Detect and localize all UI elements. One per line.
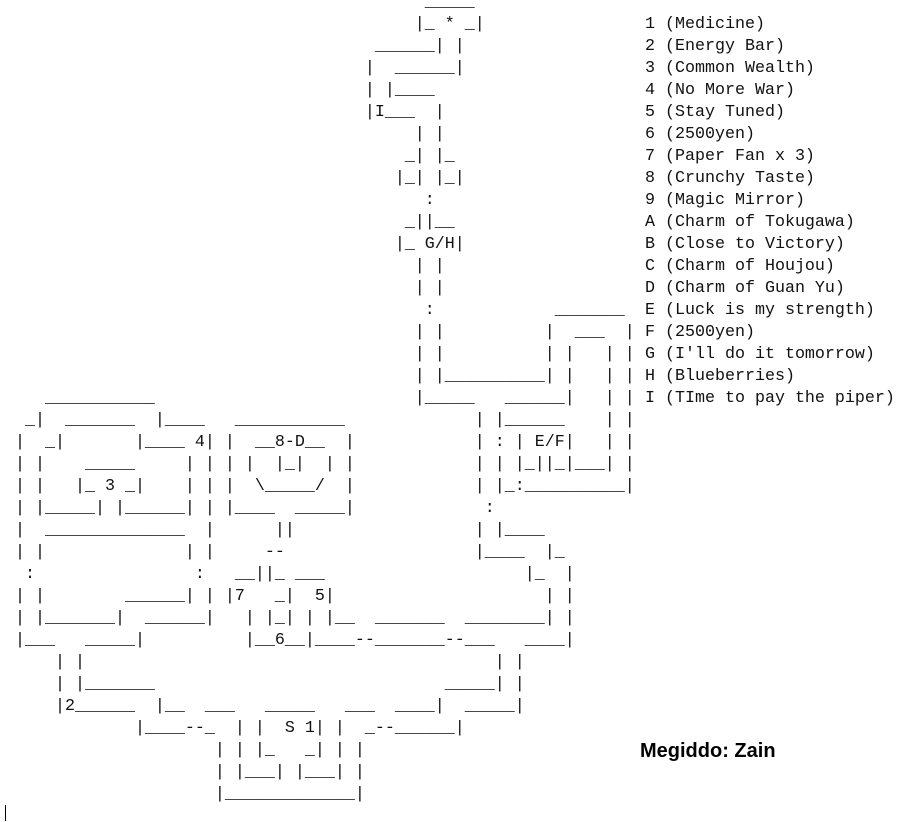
legend-label: (2500yen)	[665, 125, 755, 144]
map-line: : : __||_ ___ |_ |	[5, 565, 575, 584]
legend-label: (Stay Tuned)	[665, 103, 785, 122]
map-line: |_ * _|	[5, 15, 485, 34]
legend-key: 7	[645, 147, 655, 166]
legend-item: 7 (Paper Fan x 3)	[645, 146, 895, 168]
legend-label: (Close to Victory)	[665, 235, 845, 254]
legend-label: (Blueberries)	[665, 367, 795, 386]
legend-item: 5 (Stay Tuned)	[645, 102, 895, 124]
legend-key: 3	[645, 59, 655, 78]
legend-key: I	[645, 389, 655, 408]
map-line: | |__________| | | |	[5, 367, 635, 386]
map-line: | | ______| | |7 _| 5| | |	[5, 587, 575, 606]
legend-key: E	[645, 301, 655, 320]
map-line: | | | | | |	[5, 345, 635, 364]
map-line: | |___| |___| |	[5, 763, 365, 782]
legend-key: 4	[645, 81, 655, 100]
map-line: | _| |____ 4| | __8-D__ | | : | E/F| | |	[5, 433, 635, 452]
legend-key: 1	[645, 15, 655, 34]
map-line: | |	[5, 257, 445, 276]
map-line: | | | | -- |____ |_	[5, 543, 565, 562]
map-line: | | _____ | | | | |_| | | | | |_||_|___|…	[5, 455, 635, 474]
legend-item: F (2500yen)	[645, 322, 895, 344]
legend-label: (No More War)	[665, 81, 795, 100]
map-line: |_____________|	[5, 785, 365, 804]
legend-key: 6	[645, 125, 655, 144]
map-line: : _______	[5, 301, 625, 320]
map-line: | | | ___ |	[5, 323, 635, 342]
legend-item: 6 (2500yen)	[645, 124, 895, 146]
map-line: | |_______ _____| |	[5, 675, 525, 694]
legend-item: A (Charm of Tokugawa)	[645, 212, 895, 234]
legend-item: 1 (Medicine)	[645, 14, 895, 36]
legend-label: (Common Wealth)	[665, 59, 815, 78]
legend-key: 5	[645, 103, 655, 122]
map-line: | | |_ _| | |	[5, 741, 365, 760]
map-line: | | | |	[5, 653, 525, 672]
map-legend: 1 (Medicine)2 (Energy Bar)3 (Common Weal…	[645, 14, 895, 410]
legend-label: (Magic Mirror)	[665, 191, 805, 210]
legend-item: G (I'll do it tomorrow)	[645, 344, 895, 366]
legend-key: D	[645, 279, 655, 298]
map-line: | |_____| |______| | |____ _____| :	[5, 499, 495, 518]
legend-label: (2500yen)	[665, 323, 755, 342]
legend-label: (Crunchy Taste)	[665, 169, 815, 188]
map-line: _||__	[5, 213, 455, 232]
map-line: | |	[5, 279, 445, 298]
legend-item: 4 (No More War)	[645, 80, 895, 102]
map-line: | |_______| ______| | |_| | |__ _______ …	[5, 609, 575, 628]
legend-key: C	[645, 257, 655, 276]
map-line: |I___ |	[5, 103, 445, 122]
map-line: | ______________ | || | |____	[5, 521, 545, 540]
map-line: | | |_ 3 _| | | | \_____/ | | |_:_______…	[5, 477, 635, 496]
legend-item: 3 (Common Wealth)	[645, 58, 895, 80]
map-line: |_| |_|	[5, 169, 465, 188]
map-line: :	[5, 191, 435, 210]
map-line: _| _______ |____ ___________ | |______ |…	[5, 411, 635, 430]
map-line: ___________ |_____ ______| | |	[5, 389, 635, 408]
legend-item: D (Charm of Guan Yu)	[645, 278, 895, 300]
legend-item: 8 (Crunchy Taste)	[645, 168, 895, 190]
text-cursor[interactable]	[5, 805, 6, 821]
legend-key: 2	[645, 37, 655, 56]
legend-item: C (Charm of Houjou)	[645, 256, 895, 278]
legend-label: (Charm of Guan Yu)	[665, 279, 845, 298]
map-line: _| |_	[5, 147, 455, 166]
legend-label: (I'll do it tomorrow)	[665, 345, 875, 364]
legend-item: E (Luck is my strength)	[645, 300, 895, 322]
map-line: |2______ |__ ___ _____ ___ ____| _____|	[5, 697, 525, 716]
legend-item: 9 (Magic Mirror)	[645, 190, 895, 212]
legend-label: (Charm of Tokugawa)	[665, 213, 855, 232]
legend-item: 2 (Energy Bar)	[645, 36, 895, 58]
legend-label: (Energy Bar)	[665, 37, 785, 56]
map-line: |_ G/H|	[5, 235, 465, 254]
map-line: |____--_ | | S 1| | _--______|	[5, 719, 465, 738]
legend-key: 8	[645, 169, 655, 188]
map-line: | |	[5, 125, 445, 144]
map-line: _____	[5, 0, 475, 12]
map-line: | ______|	[5, 59, 465, 78]
legend-item: I (TIme to pay the piper)	[645, 388, 895, 410]
legend-label: (Charm of Houjou)	[665, 257, 835, 276]
legend-key: H	[645, 367, 655, 386]
map-line: | |____	[5, 81, 435, 100]
legend-key: 9	[645, 191, 655, 210]
legend-key: F	[645, 323, 655, 342]
legend-label: (Luck is my strength)	[665, 301, 875, 320]
map-line: |___ _____| |__6__|____--_______--___ __…	[5, 631, 575, 650]
legend-label: (TIme to pay the piper)	[665, 389, 895, 408]
ascii-map: _____ |_ * _| ______| | | ______| | |___…	[5, 0, 635, 806]
legend-key: A	[645, 213, 655, 232]
map-title: Megiddo: Zain	[640, 740, 776, 762]
legend-label: (Medicine)	[665, 15, 765, 34]
legend-label: (Paper Fan x 3)	[665, 147, 815, 166]
map-line: ______| |	[5, 37, 465, 56]
legend-item: B (Close to Victory)	[645, 234, 895, 256]
legend-key: B	[645, 235, 655, 254]
legend-key: G	[645, 345, 655, 364]
legend-item: H (Blueberries)	[645, 366, 895, 388]
